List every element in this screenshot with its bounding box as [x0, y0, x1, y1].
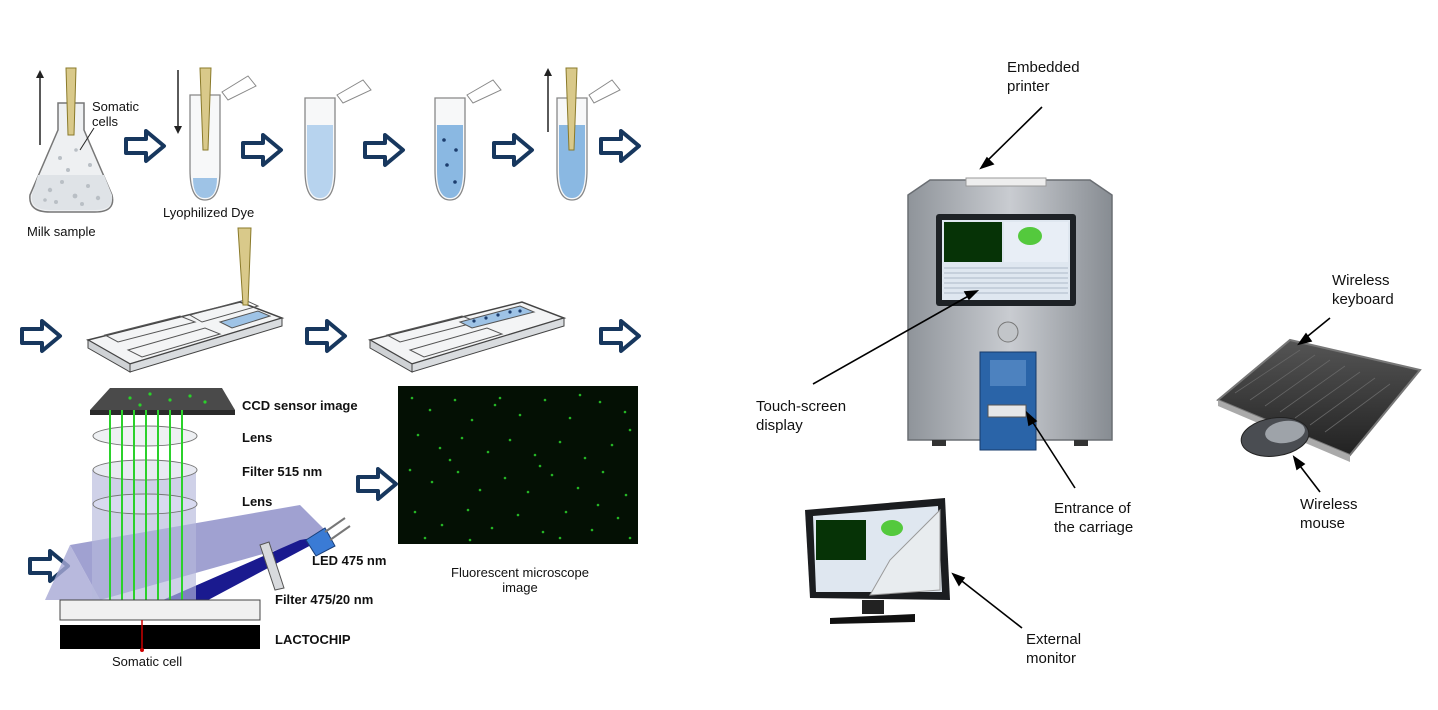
flow-arrow-7 — [305, 319, 347, 353]
label-lens-1: Lens — [242, 430, 273, 445]
external-monitor — [805, 498, 950, 624]
label-fluorescent-image: Fluorescent microscope image — [451, 565, 589, 595]
label-somatic-cells: Somatic cells — [92, 99, 139, 129]
label-somatic-cell: Somatic cell — [112, 654, 183, 669]
label-external-monitor: External monitor — [1026, 631, 1082, 667]
lactochip-slide-1 — [86, 227, 285, 373]
label-lens-2: Lens — [242, 494, 273, 509]
label-lactochip: LACTOCHIP — [275, 632, 351, 647]
label-filter-475: Filter 475/20 nm — [275, 592, 374, 607]
workflow-row-1 — [29, 67, 641, 213]
label-touch-screen: Touch-screen display — [756, 398, 847, 434]
flow-arrow-5 — [599, 129, 641, 163]
instrument — [907, 177, 1113, 451]
flow-arrow-8 — [599, 319, 641, 353]
label-ccd-sensor: CCD sensor image — [242, 398, 358, 413]
label-milk-sample: Milk sample — [27, 224, 96, 239]
fluorescent-image — [398, 386, 638, 544]
lactochip-slide-2 — [368, 301, 567, 373]
label-led: LED 475 nm — [312, 553, 387, 568]
label-wireless-mouse: Wireless mouse — [1300, 496, 1358, 532]
led-icon — [305, 517, 351, 557]
label-filter-515: Filter 515 nm — [242, 464, 323, 479]
tube-dye — [174, 67, 257, 201]
workflow-row-2 — [20, 227, 641, 373]
fluorescent-dots — [408, 393, 632, 542]
label-embedded-printer: Embedded printer — [1007, 59, 1080, 95]
label-wireless-keyboard: Wireless keyboard — [1332, 272, 1394, 308]
wireless-mouse — [1240, 417, 1310, 457]
tube-mixed-1 — [304, 79, 372, 201]
flow-arrow-6 — [20, 319, 62, 353]
flow-arrow-2 — [241, 133, 283, 167]
flow-arrow-4 — [492, 133, 534, 167]
tube-pipette — [544, 67, 621, 201]
power-button — [997, 321, 1019, 343]
optical-setup — [28, 386, 638, 652]
flow-arrow-3 — [363, 133, 405, 167]
label-lyophilized-dye: Lyophilized Dye — [163, 205, 255, 220]
embedded-printer-slot — [965, 177, 1047, 187]
tube-mixed-2 — [434, 79, 502, 201]
label-entrance-carriage: Entrance of the carriage — [1054, 500, 1134, 536]
milk-flask — [29, 67, 114, 213]
flow-arrow-10 — [356, 467, 398, 501]
callout-lines — [812, 106, 1331, 629]
flow-arrow-1 — [124, 129, 166, 163]
